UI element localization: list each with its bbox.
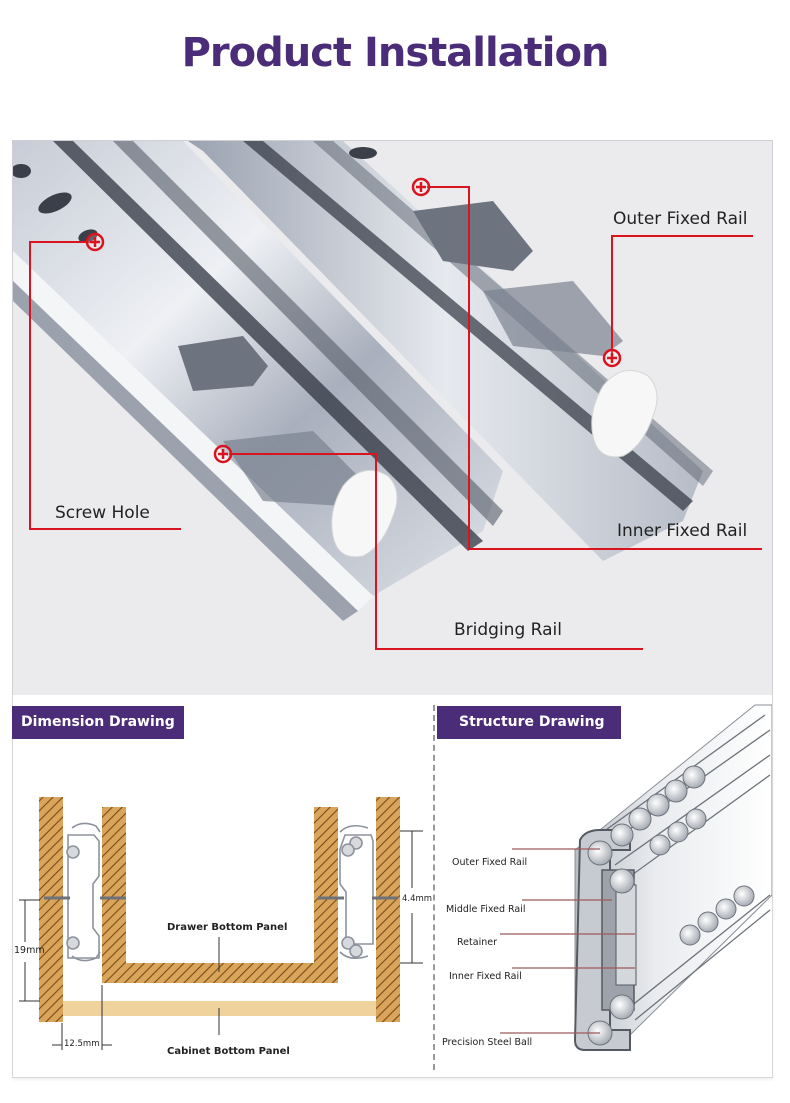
plus-marker-icon — [411, 177, 431, 197]
structure-label-inner-fixed-rail: Inner Fixed Rail — [449, 971, 522, 982]
dimension-lines — [19, 830, 423, 1050]
outer-fixed-rail-leader — [611, 235, 753, 358]
structure-label-precision-steel-ball: Precision Steel Ball — [442, 1037, 533, 1048]
dimension-12-5mm: 12.5mm — [64, 1039, 100, 1049]
rail-photo-illustration — [13, 141, 762, 650]
bridging-rail-leader — [229, 453, 643, 650]
page-title: Product Installation — [181, 30, 610, 76]
cabinet-bottom-panel-label: Cabinet Bottom Panel — [167, 1046, 290, 1057]
screw-hole-leader — [29, 241, 181, 530]
cabinet-wall-right — [376, 797, 400, 1022]
plus-marker-icon — [602, 348, 622, 368]
inner-fixed-rail-leader — [427, 186, 762, 550]
dimension-19mm: 19mm — [14, 945, 45, 956]
callout-bridging-rail: Bridging Rail — [454, 620, 562, 640]
plus-marker-icon — [85, 232, 105, 252]
structure-drawing — [573, 704, 772, 1051]
slide-left — [44, 822, 126, 962]
structure-drawing-heading: Structure Drawing — [437, 706, 621, 739]
section-divider — [433, 705, 435, 1070]
drawer-body — [102, 807, 338, 983]
cabinet-wall-left — [39, 797, 63, 1022]
slide-right — [318, 824, 398, 960]
callout-inner-fixed-rail: Inner Fixed Rail — [617, 521, 748, 541]
dimension-drawing — [19, 797, 423, 1050]
dimension-drawing-heading: Dimension Drawing — [12, 706, 184, 739]
drawer-bottom-panel-label: Drawer Bottom Panel — [167, 922, 288, 933]
structure-label-outer-fixed-rail: Outer Fixed Rail — [452, 857, 528, 868]
structure-leaders — [500, 848, 635, 1034]
callout-markers — [85, 177, 622, 464]
dimension-4-4mm: 4.4mm — [402, 894, 433, 904]
callout-outer-fixed-rail: Outer Fixed Rail — [613, 209, 748, 229]
steel-balls — [587, 765, 755, 1046]
callout-screw-hole: Screw Hole — [55, 503, 150, 523]
callout-lines — [29, 186, 762, 650]
cabinet-bottom-panel — [62, 1001, 378, 1016]
structure-label-middle-fixed-rail: Middle Fixed Rail — [446, 904, 526, 915]
plus-marker-icon — [213, 444, 233, 464]
structure-label-retainer: Retainer — [457, 937, 497, 948]
product-photo-panel: Screw Hole Outer Fixed Rail Inner Fixed … — [12, 140, 773, 697]
left-rail — [13, 141, 503, 621]
